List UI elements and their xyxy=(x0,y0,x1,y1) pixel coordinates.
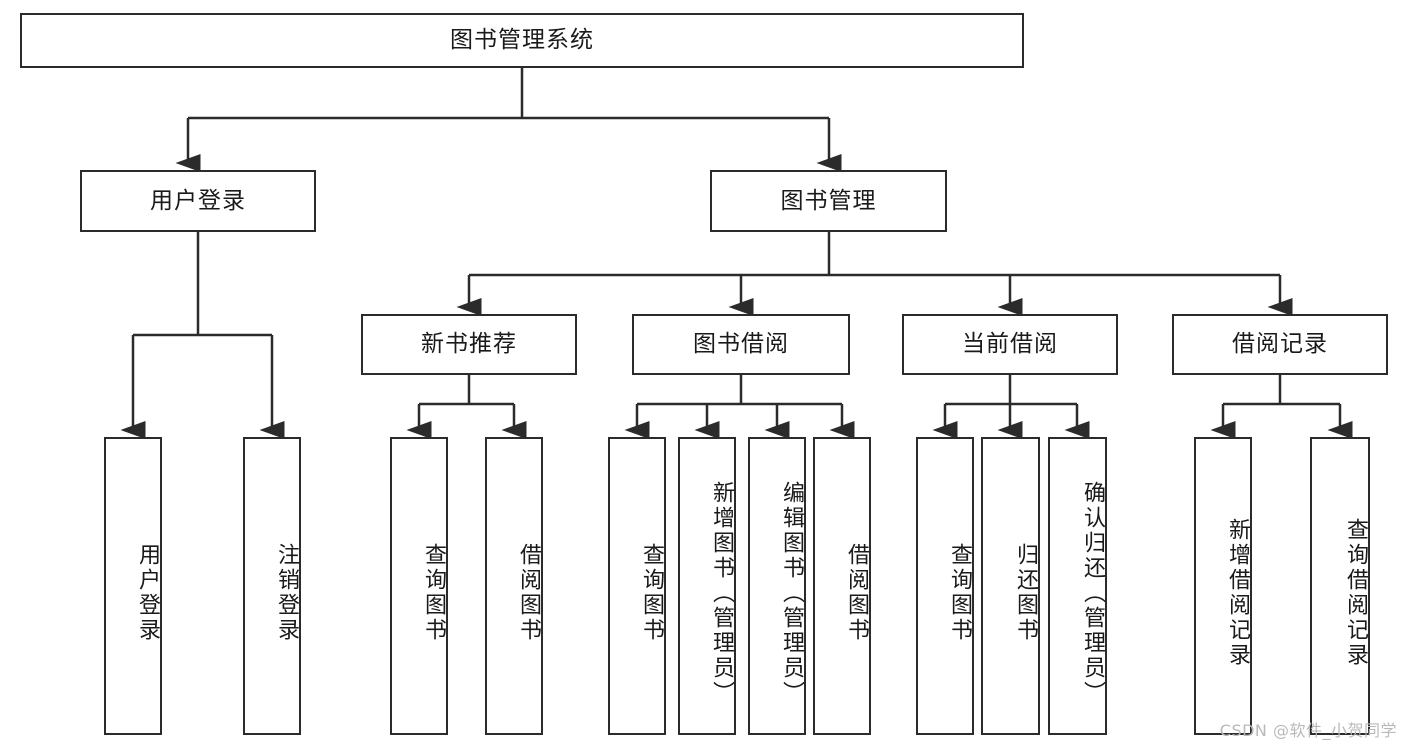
leaf-borrow-book-recommend-label: 借阅图书 xyxy=(516,543,541,643)
leaf-add-book-admin[interactable]: 新增图书（管理员） xyxy=(678,437,736,735)
leaf-user-login-label: 用户登录 xyxy=(135,543,160,643)
leaf-return-book[interactable]: 归还图书 xyxy=(981,437,1040,735)
node-book-management-label: 图书管理 xyxy=(780,187,877,214)
node-root-label: 图书管理系统 xyxy=(450,27,594,54)
leaf-borrow-book[interactable]: 借阅图书 xyxy=(813,437,871,735)
node-borrow-record[interactable]: 借阅记录 xyxy=(1172,314,1388,375)
leaf-edit-book-admin[interactable]: 编辑图书（管理员） xyxy=(748,437,806,735)
leaf-query-borrow-record-label: 查询借阅记录 xyxy=(1343,518,1368,668)
leaf-query-borrow-record[interactable]: 查询借阅记录 xyxy=(1310,437,1370,735)
leaf-borrow-book-recommend[interactable]: 借阅图书 xyxy=(485,437,543,735)
leaf-logout-label: 注销登录 xyxy=(274,543,299,643)
node-user-login[interactable]: 用户登录 xyxy=(80,170,316,232)
leaf-confirm-return-admin[interactable]: 确认归还（管理员） xyxy=(1048,437,1107,735)
leaf-add-borrow-record-label: 新增借阅记录 xyxy=(1225,518,1250,668)
node-root[interactable]: 图书管理系统 xyxy=(20,13,1024,68)
node-user-login-label: 用户登录 xyxy=(150,187,246,214)
leaf-query-book-current[interactable]: 查询图书 xyxy=(916,437,974,735)
leaf-add-borrow-record[interactable]: 新增借阅记录 xyxy=(1194,437,1252,735)
leaf-edit-book-admin-label: 编辑图书（管理员） xyxy=(779,480,804,706)
node-current-borrow[interactable]: 当前借阅 xyxy=(902,314,1118,375)
node-new-book-recommend-label: 新书推荐 xyxy=(421,331,517,358)
leaf-user-login[interactable]: 用户登录 xyxy=(104,437,162,735)
leaf-confirm-return-admin-label: 确认归还（管理员） xyxy=(1080,480,1105,706)
leaf-query-book-borrow-label: 查询图书 xyxy=(639,543,664,643)
leaf-query-book-recommend-label: 查询图书 xyxy=(421,543,446,643)
leaf-logout[interactable]: 注销登录 xyxy=(243,437,301,735)
leaf-borrow-book-label: 借阅图书 xyxy=(844,543,869,643)
leaf-query-book-borrow[interactable]: 查询图书 xyxy=(608,437,666,735)
leaf-query-book-current-label: 查询图书 xyxy=(947,543,972,643)
node-book-borrow[interactable]: 图书借阅 xyxy=(632,314,850,375)
node-book-management[interactable]: 图书管理 xyxy=(710,170,947,232)
leaf-query-book-recommend[interactable]: 查询图书 xyxy=(390,437,448,735)
leaf-return-book-label: 归还图书 xyxy=(1013,543,1038,643)
node-new-book-recommend[interactable]: 新书推荐 xyxy=(361,314,577,375)
node-borrow-record-label: 借阅记录 xyxy=(1232,331,1328,358)
csdn-watermark: CSDN @软件_小贺同学 xyxy=(1219,721,1397,740)
node-current-borrow-label: 当前借阅 xyxy=(962,331,1058,358)
node-book-borrow-label: 图书借阅 xyxy=(693,331,789,358)
leaf-add-book-admin-label: 新增图书（管理员） xyxy=(709,480,734,706)
